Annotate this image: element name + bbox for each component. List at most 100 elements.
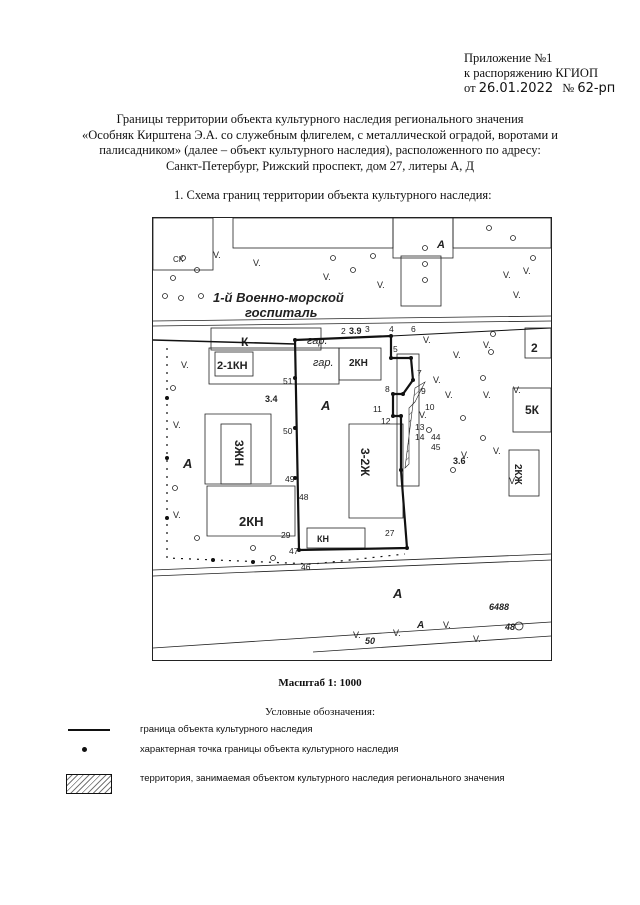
left-buildings <box>204 413 404 549</box>
protected-strip <box>404 381 426 469</box>
geo-mark-50: 50 <box>365 636 375 646</box>
svg-text:V.: V. <box>445 390 453 400</box>
point-13: 13 <box>415 422 425 432</box>
hospital-label-1: 1-й Военно-морской <box>213 290 344 305</box>
litera-labels: А А А А А <box>182 239 445 631</box>
top-right-line <box>390 327 551 337</box>
title-line-2: «Особняк Кирштена Э.А. со служебным флиг… <box>82 127 558 142</box>
geo-mark-6488: 6488 <box>489 602 509 612</box>
title-line-4: Санкт-Петербург, Рижский проспект, дом 2… <box>165 158 475 173</box>
svg-text:V.: V. <box>173 420 181 430</box>
right-buildings <box>396 327 551 497</box>
point-3: 3 <box>365 324 370 334</box>
gar-label-1: гар. <box>307 335 328 347</box>
point-7: 7 <box>417 368 422 378</box>
litera-a-street: А <box>392 586 402 601</box>
building-3-2zh: 3-2Ж <box>358 448 372 476</box>
point-5: 5 <box>393 344 398 354</box>
elevation-2: 3.4 <box>265 394 278 404</box>
svg-text:V.: V. <box>253 258 261 268</box>
title-line-3: палисадником» (далее – объект культурног… <box>99 143 541 157</box>
svg-text:V.: V. <box>433 375 441 385</box>
point-47: 47 <box>289 546 299 556</box>
svg-text:V.: V. <box>461 450 469 460</box>
map-drawing: V. V. V. V. V. V. V. V. V. V. V. V. V. V. V. V. V. V… <box>153 218 551 653</box>
fence-line <box>166 348 406 565</box>
order-date-line: от 26.01.2022 № 62-рп <box>464 81 615 96</box>
point-9: 9 <box>421 386 426 396</box>
date-value: 26.01.2022 <box>478 81 554 96</box>
point-12: 12 <box>381 416 391 426</box>
geo-mark-48: 48 <box>504 622 515 632</box>
number-prefix: № <box>562 81 575 95</box>
boundary-map: V. V. V. V. V. V. V. V. V. V. V. V. V. V. V. V. V. V… <box>152 217 552 661</box>
legend-territory-symbol <box>66 774 112 794</box>
point-8: 8 <box>385 384 390 394</box>
building-2kn-left: 2КН <box>239 514 264 529</box>
point-11: 11 <box>373 404 382 414</box>
point-6: 6 <box>411 324 416 334</box>
litera-a-center: А <box>320 398 330 413</box>
top-fence <box>153 339 296 345</box>
point-numbers: 2 3 4 5 6 7 8 9 10 11 12 13 14 44 27 29 … <box>281 324 441 572</box>
building-2-1kn: 2-1КН <box>217 360 248 372</box>
elevation-1: 3.9 <box>349 326 362 336</box>
top-buildings <box>153 218 551 327</box>
legend-heading: Условные обозначения: <box>264 706 376 718</box>
building-2kzh: 2КЖ <box>512 464 523 486</box>
document-title: Границы территории объекта культурного н… <box>60 112 580 174</box>
point-2: 2 <box>341 326 346 336</box>
building-5k: 5К <box>525 403 540 417</box>
svg-text:V.: V. <box>377 280 385 290</box>
svg-text:V.: V. <box>323 272 331 282</box>
svg-text:V.: V. <box>509 476 517 486</box>
svg-text:V.: V. <box>493 446 501 456</box>
point-44: 44 <box>431 432 441 442</box>
elevation-3: 3.6 <box>453 456 466 466</box>
svg-text:V.: V. <box>523 266 531 276</box>
svg-text:V.: V. <box>423 335 431 345</box>
elevation-labels: 3.9 3.4 3.6 6488 48 50 <box>265 326 515 646</box>
map-scale: Масштаб 1: 1000 <box>278 677 362 689</box>
num-2-label: 2 <box>531 341 538 355</box>
point-46: 46 <box>301 562 311 572</box>
litera-a-lower: А <box>416 620 424 631</box>
sk-label: СК <box>173 255 184 264</box>
point-51: 51 <box>283 376 293 386</box>
legend-territory-text: территория, занимаемая объектом культурн… <box>140 773 505 784</box>
point-48: 48 <box>299 492 309 502</box>
appendix-block: Приложение №1 к распоряжению КГИОП от 26… <box>464 51 615 96</box>
section-heading: 1. Схема границ территории объекта культ… <box>174 188 492 202</box>
svg-text:V.: V. <box>513 385 521 395</box>
point-27: 27 <box>385 528 395 538</box>
gar-label-2: гар. <box>313 357 334 369</box>
hospital-label-2: госпиталь <box>245 305 317 320</box>
svg-text:V.: V. <box>483 340 491 350</box>
legend-boundary-text: граница объекта культурного наследия <box>140 724 313 735</box>
svg-text:V.: V. <box>453 350 461 360</box>
svg-text:V.: V. <box>419 410 427 420</box>
litera-a-top: А <box>436 239 445 251</box>
svg-text:V.: V. <box>173 510 181 520</box>
point-29: 29 <box>281 530 291 540</box>
svg-text:V.: V. <box>513 290 521 300</box>
svg-text:V.: V. <box>443 620 451 630</box>
kn-small-label: КН <box>317 534 329 544</box>
svg-text:V.: V. <box>393 628 401 638</box>
svg-text:V.: V. <box>213 250 221 260</box>
order-line: к распоряжению КГИОП <box>464 66 598 80</box>
vegetation-symbols <box>162 225 536 631</box>
boundary-points <box>165 334 415 564</box>
legend-point-symbol <box>82 747 87 752</box>
appendix-label: Приложение №1 <box>464 51 553 65</box>
building-2kn-top: 2КН <box>349 358 368 369</box>
litera-a-left: А <box>182 456 192 471</box>
svg-text:V.: V. <box>503 270 511 280</box>
point-49: 49 <box>285 474 295 484</box>
point-10: 10 <box>425 402 435 412</box>
svg-text:V.: V. <box>181 360 189 370</box>
point-45: 45 <box>431 442 441 452</box>
point-14: 14 <box>415 432 425 442</box>
svg-text:V.: V. <box>473 634 481 644</box>
number-value: 62-рп <box>577 81 616 96</box>
